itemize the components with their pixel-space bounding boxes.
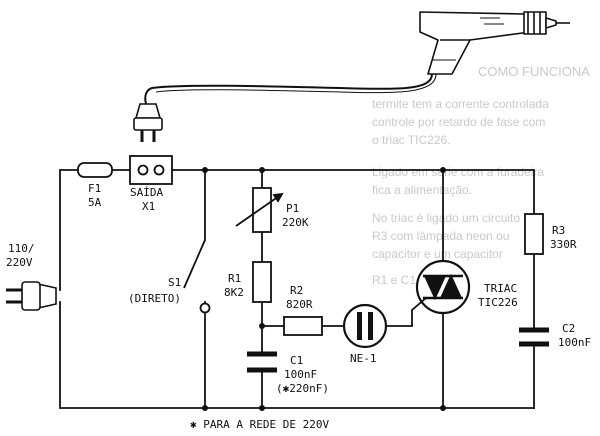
junction-dot bbox=[259, 405, 265, 411]
label-r3-value: 330R bbox=[550, 238, 577, 251]
bg-heading: COMO FUNCIONA bbox=[478, 64, 590, 79]
label-output-name: SAÍDA bbox=[130, 186, 163, 199]
bg-line-5: fica a alimentação. bbox=[372, 183, 472, 197]
bg-line-3: o triac TIC226. bbox=[372, 133, 450, 147]
capacitor-c2 bbox=[519, 327, 549, 347]
label-c1-alt: (✱220nF) bbox=[276, 382, 329, 395]
potentiometer-p1 bbox=[235, 187, 284, 233]
label-p1-name: P1 bbox=[286, 202, 299, 215]
bg-line-7: R3 com lâmpada neon ou bbox=[372, 229, 509, 243]
output-socket-x1 bbox=[129, 155, 173, 185]
resistor-r1 bbox=[252, 261, 272, 303]
bg-line-9: R1 e C1. bbox=[372, 273, 419, 287]
drill-plug-icon bbox=[133, 103, 163, 142]
drill-cord bbox=[144, 73, 433, 105]
drill-icon bbox=[419, 11, 570, 75]
switch-s1 bbox=[183, 239, 211, 314]
junction-dot bbox=[440, 405, 446, 411]
junction-dot bbox=[259, 167, 265, 173]
label-triac-part: TIC226 bbox=[478, 296, 518, 309]
junction-dot bbox=[440, 167, 446, 173]
label-r1-value: 8K2 bbox=[224, 286, 244, 299]
label-mains-2: 220V bbox=[6, 256, 33, 269]
bg-line-8: capacitor e um capacitor bbox=[372, 247, 503, 261]
wiring bbox=[59, 169, 535, 409]
background-text: COMO FUNCIONA termite tem a corrente con… bbox=[372, 64, 590, 287]
junction-dot bbox=[202, 167, 208, 173]
bg-line-4: Ligado em série com a furadeira bbox=[372, 165, 544, 179]
resistor-r2 bbox=[283, 316, 323, 336]
label-p1-value: 220K bbox=[282, 216, 309, 229]
bg-line-1: termite tem a corrente controlada bbox=[372, 97, 549, 111]
junction-dot bbox=[259, 323, 265, 329]
label-c1-name: C1 bbox=[290, 354, 303, 367]
label-c2-name: C2 bbox=[562, 322, 575, 335]
triac-symbol bbox=[411, 259, 471, 326]
label-c1-value: 100nF bbox=[284, 368, 317, 381]
label-f1-value: 5A bbox=[88, 196, 102, 209]
bg-line-6: No triac é ligado um circuito bbox=[372, 211, 520, 225]
capacitor-c1 bbox=[247, 351, 277, 373]
resistor-r3 bbox=[524, 213, 544, 255]
label-r3-name: R3 bbox=[552, 224, 565, 237]
label-f1-name: F1 bbox=[88, 182, 101, 195]
junction-dots bbox=[202, 167, 446, 411]
label-r2-value: 820R bbox=[286, 298, 313, 311]
fuse-f1 bbox=[77, 162, 113, 178]
footnote: ✱ PARA A REDE DE 220V bbox=[190, 418, 329, 431]
label-s1-desc: (DIRETO) bbox=[128, 292, 181, 305]
component-labels: F1 5A SAÍDA X1 110/ 220V S1 (DIRETO) P1 … bbox=[6, 182, 591, 431]
drill-cord-inner bbox=[155, 73, 437, 94]
label-s1-name: S1 bbox=[168, 276, 181, 289]
label-triac-name: TRIAC bbox=[484, 282, 517, 295]
label-ne1: NE-1 bbox=[350, 352, 377, 365]
label-output-id: X1 bbox=[142, 200, 155, 213]
neon-lamp-ne1 bbox=[342, 303, 388, 349]
label-mains-1: 110/ bbox=[8, 242, 35, 255]
bg-line-2: controle por retardo de fase com bbox=[372, 115, 545, 129]
label-r2-name: R2 bbox=[290, 284, 303, 297]
label-c2-value: 100nF bbox=[558, 336, 591, 349]
junction-dot bbox=[202, 405, 208, 411]
label-r1-name: R1 bbox=[228, 272, 241, 285]
mains-plug-icon bbox=[6, 281, 57, 311]
